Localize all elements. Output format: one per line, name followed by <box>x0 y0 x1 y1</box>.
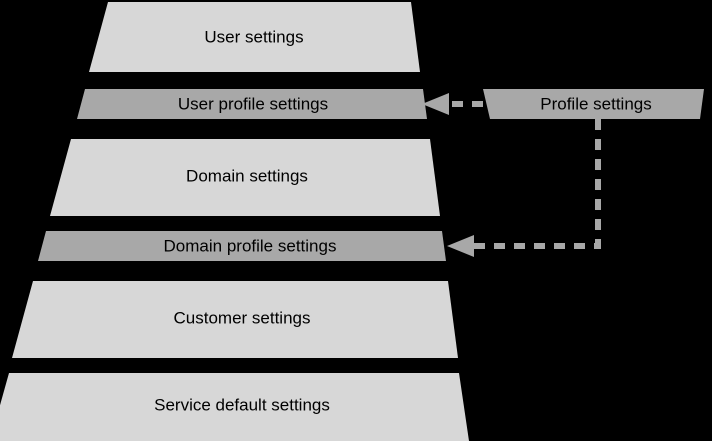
side-box-profile-settings[interactable]: Profile settings <box>483 89 704 119</box>
connector-profile-to-domain-profile <box>447 119 601 257</box>
connector-line-profile-to-domain-profile <box>472 119 601 249</box>
band-user-profile-settings[interactable]: User profile settings <box>77 89 427 119</box>
arrowhead-user-profile <box>422 93 449 115</box>
band-shape-domain-profile-settings <box>38 231 446 261</box>
side-box-shape-profile-settings <box>483 89 704 119</box>
band-label-service-default-settings: Service default settings <box>154 395 330 414</box>
band-label-domain-settings: Domain settings <box>186 166 308 185</box>
arrowhead-domain-profile <box>447 235 474 257</box>
band-label-user-settings: User settings <box>204 27 303 46</box>
band-shape-user-settings <box>89 2 420 72</box>
band-customer-settings[interactable]: Customer settings <box>12 281 458 358</box>
band-label-user-profile-settings: User profile settings <box>178 94 328 113</box>
band-domain-settings[interactable]: Domain settings <box>50 139 440 216</box>
band-shape-service-default-settings <box>0 373 469 441</box>
side-box-label-profile-settings: Profile settings <box>540 94 652 113</box>
band-shape-customer-settings <box>12 281 458 358</box>
band-label-domain-profile-settings: Domain profile settings <box>164 236 337 255</box>
band-label-customer-settings: Customer settings <box>174 308 311 327</box>
connector-profile-to-user-profile <box>422 93 483 115</box>
band-shape-user-profile-settings <box>77 89 427 119</box>
band-domain-profile-settings[interactable]: Domain profile settings <box>38 231 446 261</box>
band-shape-domain-settings <box>50 139 440 216</box>
band-user-settings[interactable]: User settings <box>89 2 420 72</box>
band-service-default-settings[interactable]: Service default settings <box>0 373 469 441</box>
